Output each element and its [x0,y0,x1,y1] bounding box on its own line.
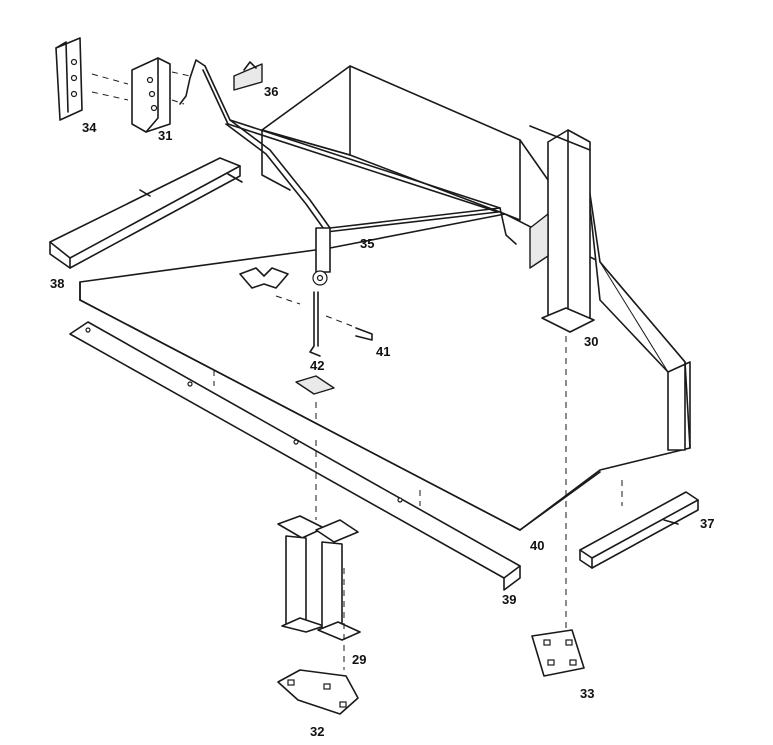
leg-bracket-29-a [277,515,325,633]
bracket-34 [55,37,83,121]
bracket-36 [233,61,263,91]
label-41: 41 [376,344,390,359]
label-31: 31 [158,128,172,143]
hook-bolt-42 [309,291,321,357]
label-40: 40 [530,538,544,553]
tray-back-wall [261,65,556,221]
label-35: 35 [360,236,374,251]
post-bracket [529,213,549,269]
wing-nut [239,267,289,289]
foot-plate-32 [277,669,359,715]
upright-post-30 [529,125,595,333]
label-39: 39 [502,592,516,607]
square-opening [295,375,335,395]
part-labels: 29 30 31 32 33 34 35 36 37 38 39 40 41 4… [50,84,714,739]
label-42: 42 [310,358,324,373]
label-29: 29 [352,652,366,667]
bracket-31 [131,57,171,133]
tray-right-wall [584,159,691,451]
channel-rail-37 [579,491,699,569]
tube-frame-35 [179,59,517,286]
label-33: 33 [580,686,594,701]
assembly-arrows-fasteners [275,295,353,327]
base-plate-40 [79,213,691,531]
assembly-lines [213,336,623,670]
label-37: 37 [700,516,714,531]
label-32: 32 [310,724,324,739]
clip-41 [355,327,373,341]
channel-rail-39 [69,321,521,591]
label-30: 30 [584,334,598,349]
channel-rail-38 [49,157,243,269]
label-36: 36 [264,84,278,99]
leg-bracket-29-b [315,519,361,641]
assembly-arrows-upper-left [91,71,191,105]
plate-33 [531,629,585,677]
label-34: 34 [82,120,97,135]
label-38: 38 [50,276,64,291]
